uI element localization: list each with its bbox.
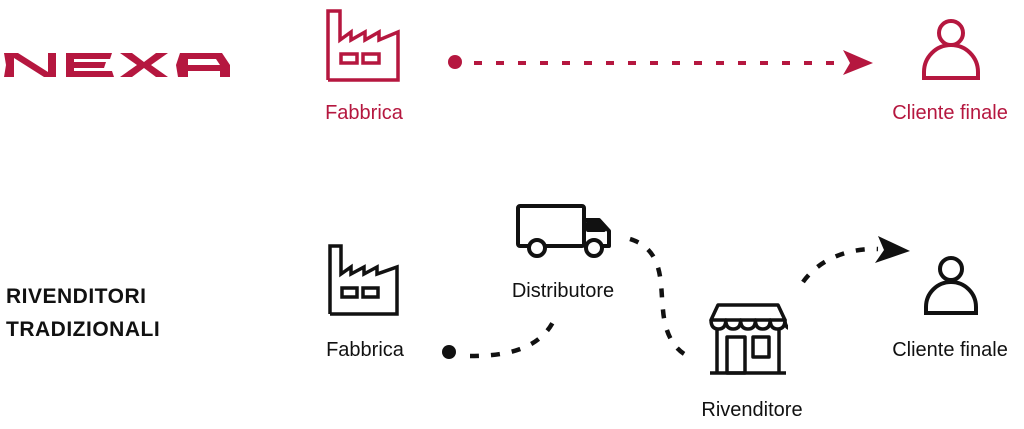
top-customer-label: Cliente finale	[892, 102, 1008, 124]
retailer-label: Rivenditore	[701, 399, 803, 421]
connector-segment-factory-distributor	[469, 317, 558, 359]
store-icon	[709, 303, 788, 375]
bottom-factory-label: Fabbrica	[326, 339, 404, 361]
bottom-customer-label: Cliente finale	[892, 339, 1008, 361]
arrow-head-icon	[843, 50, 873, 75]
arrow-head-icon	[875, 236, 910, 263]
person-icon	[922, 19, 980, 80]
truck-icon	[516, 204, 611, 258]
connector-segment-distributor-retailer	[629, 236, 690, 359]
distributor-label: Distributore	[511, 280, 615, 302]
factory-icon	[328, 244, 399, 316]
connector-segment-retailer-customer	[801, 246, 879, 284]
section-title-line2: TRADIZIONALI	[6, 318, 161, 341]
person-icon	[924, 256, 978, 315]
section-title: RIVENDITORI TRADIZIONALI	[6, 280, 160, 346]
section-title-line1: RIVENDITORI	[6, 285, 147, 308]
top-factory-label: Fabbrica	[325, 102, 403, 124]
connector-start-dot	[442, 345, 456, 359]
nexa-logo	[4, 53, 230, 77]
connector-start-dot	[448, 55, 462, 69]
factory-icon	[326, 9, 400, 82]
